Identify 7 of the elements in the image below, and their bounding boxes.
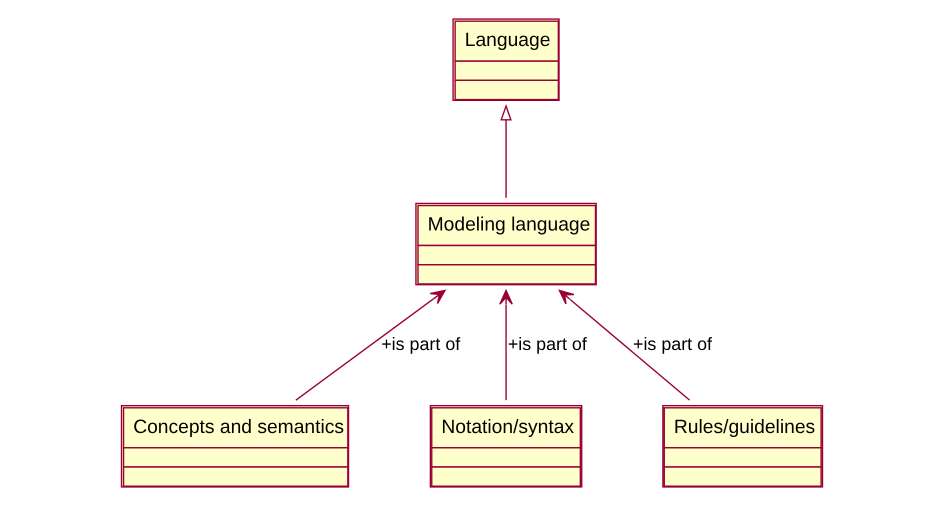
edge-label: +is part of — [380, 334, 460, 354]
arrow — [558, 290, 690, 401]
arrow — [500, 104, 512, 198]
arrow — [498, 290, 512, 400]
edge-label: +is part of — [507, 334, 586, 354]
arrow — [294, 290, 446, 401]
edge-label: +is part of — [632, 334, 712, 354]
